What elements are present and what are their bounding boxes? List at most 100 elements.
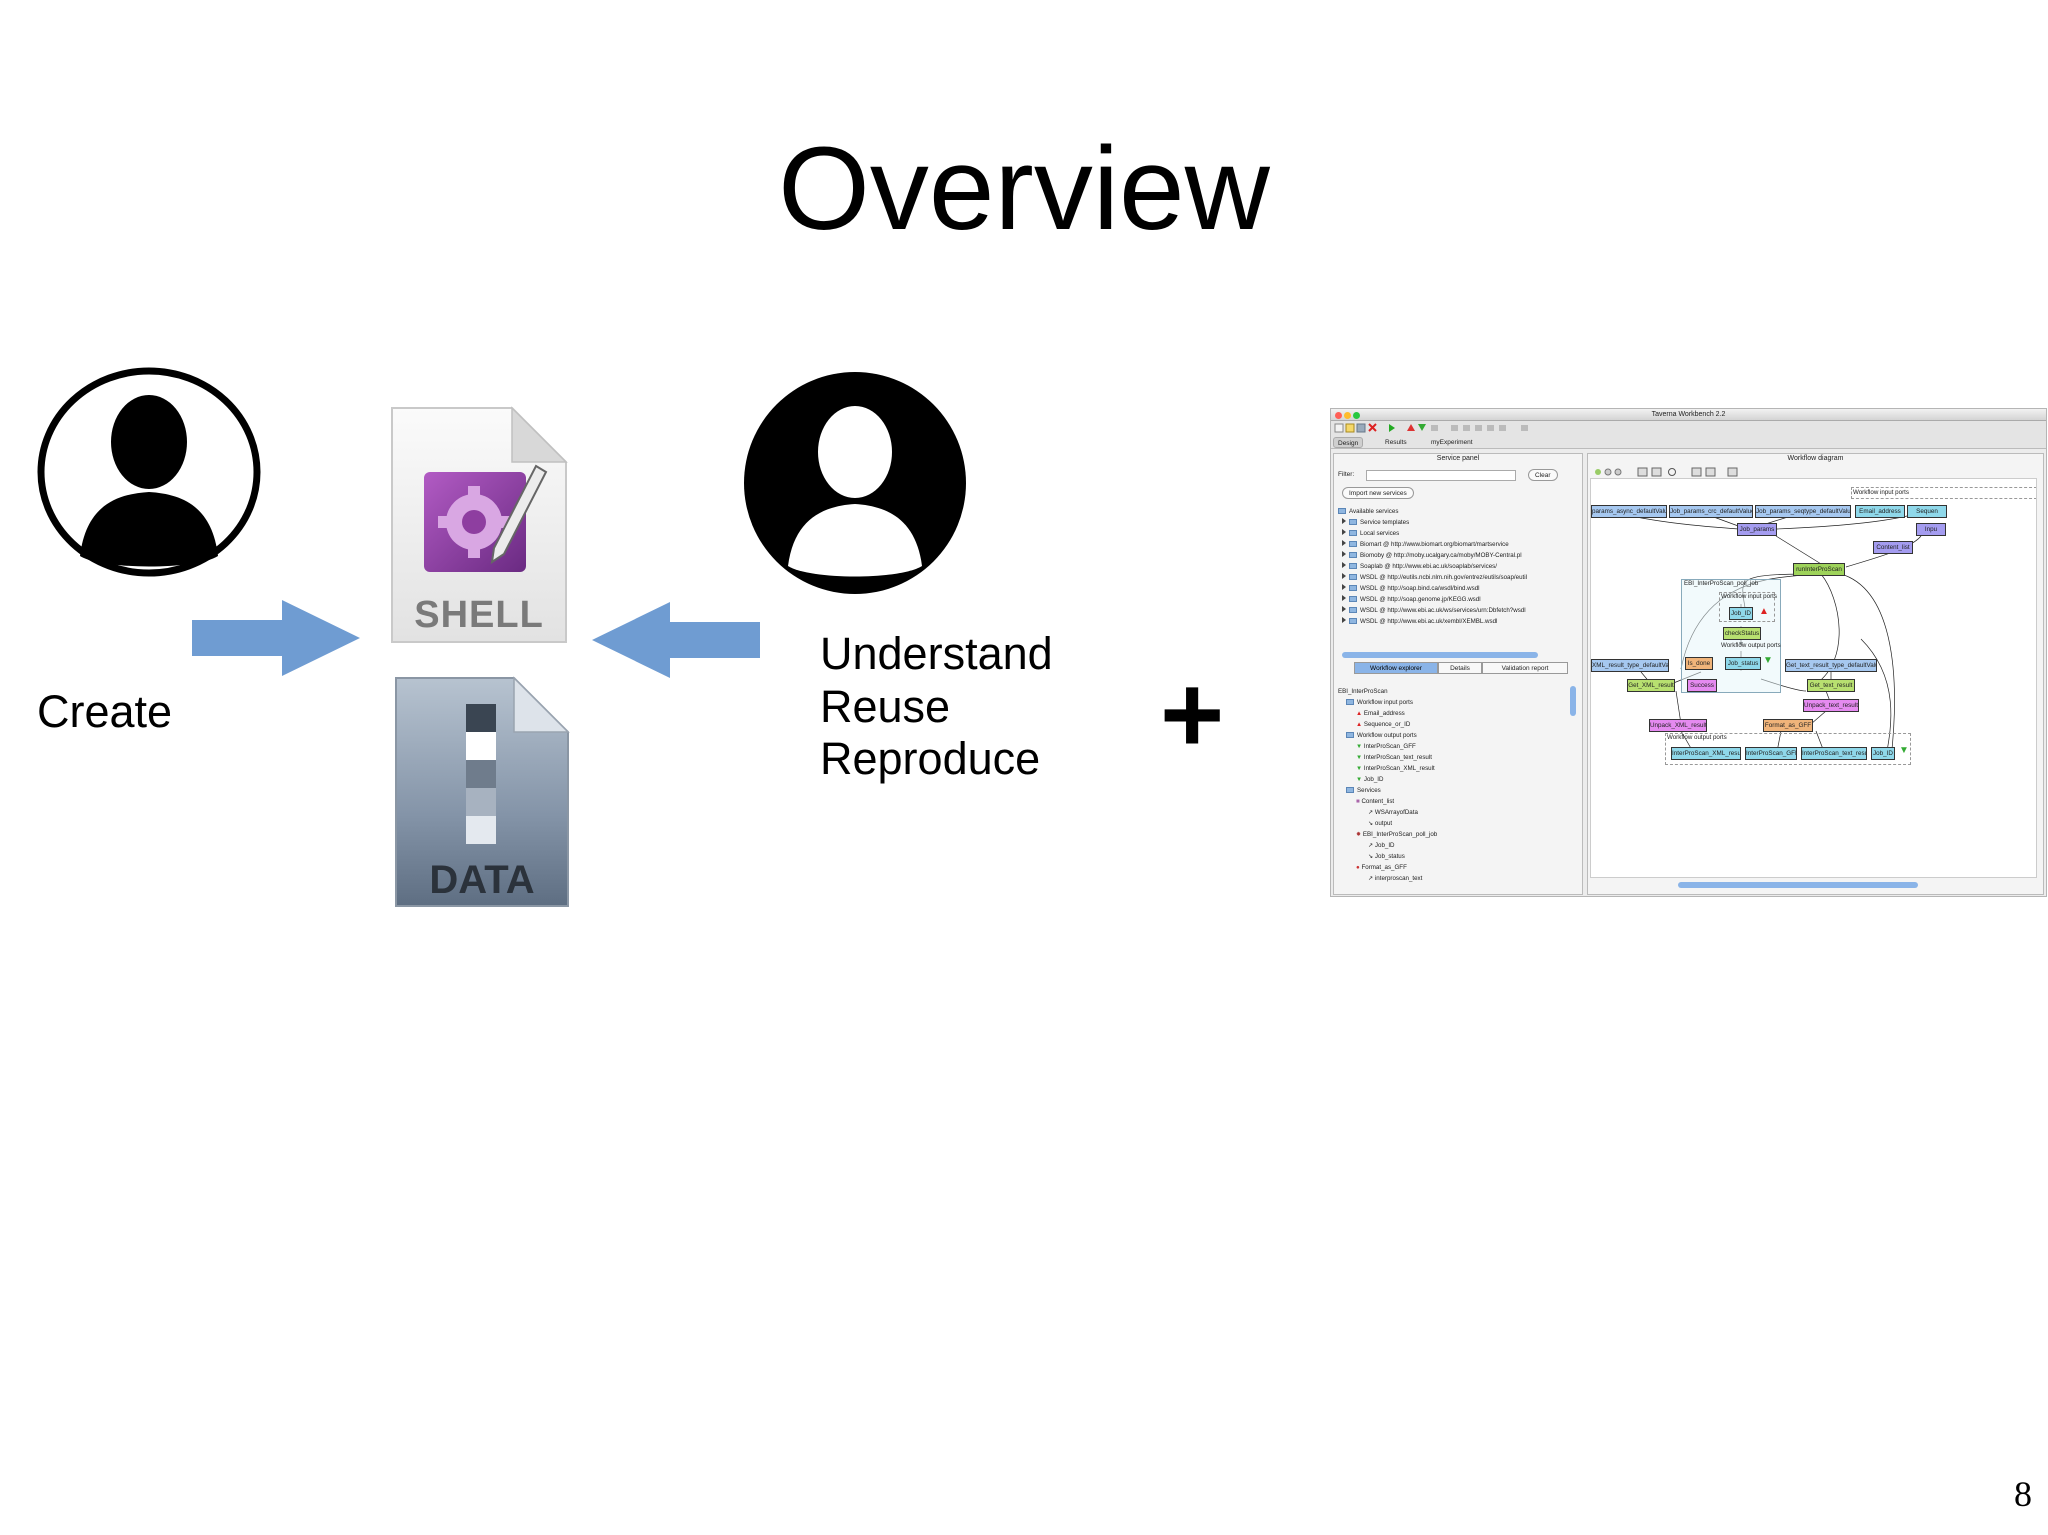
clear-button[interactable]: Clear xyxy=(1528,469,1558,481)
workflow-explorer-tree: EBI_InterProScan Workflow input ports ▲ … xyxy=(1338,686,1568,884)
node-sequence[interactable]: Sequen xyxy=(1907,505,1947,518)
service-item[interactable]: Biomoby @ http://moby.ucalgary.ca/moby/M… xyxy=(1338,550,1580,561)
service-item[interactable]: WSDL @ http://soap.bind.ca/wsdl/bind.wsd… xyxy=(1338,583,1580,594)
node-email-address[interactable]: Email_address xyxy=(1855,505,1905,518)
toolbar-icons[interactable] xyxy=(1331,421,1551,435)
import-new-services-button[interactable]: Import new services xyxy=(1342,487,1414,499)
explorer-item[interactable]: Services xyxy=(1338,785,1568,796)
node-out-gff[interactable]: InterProScan_GFF xyxy=(1745,747,1797,760)
close-window-icon[interactable] xyxy=(1335,412,1342,419)
node-unpack-xml-result[interactable]: Unpack_XML_result xyxy=(1649,719,1707,732)
service-item[interactable]: Service templates xyxy=(1338,517,1580,528)
service-item[interactable]: WSDL @ http://eutils.ncbi.nlm.nih.gov/en… xyxy=(1338,572,1580,583)
arrow-right-icon xyxy=(192,600,360,676)
tab-design[interactable]: Design xyxy=(1333,437,1364,448)
service-item[interactable]: Local services xyxy=(1338,528,1580,539)
folder-icon xyxy=(1349,519,1357,526)
service-item[interactable]: Available services xyxy=(1338,506,1580,517)
tab-results[interactable]: Results xyxy=(1385,439,1407,446)
explorer-item[interactable]: ↘ Job_status xyxy=(1368,853,1405,860)
explorer-item[interactable]: ▲ Email_address xyxy=(1356,710,1405,717)
input-ports-box xyxy=(1851,487,2036,499)
diagram-scrollbar[interactable] xyxy=(1678,882,1918,888)
node-job-params[interactable]: Job_params xyxy=(1737,523,1777,536)
explorer-item[interactable]: ✸ EBI_InterProScan_poll_job xyxy=(1356,831,1438,838)
node-content-list[interactable]: Content_list xyxy=(1873,541,1913,554)
filter-input[interactable] xyxy=(1366,470,1516,481)
node-job-status[interactable]: Job_status xyxy=(1725,657,1761,670)
explorer-item[interactable]: ▼ InterProScan_XML_result xyxy=(1356,765,1435,772)
workflow-diagram-panel: Workflow diagram xyxy=(1587,453,2044,895)
node-params-async[interactable]: params_async_defaultValue xyxy=(1591,505,1667,518)
node-out-job-id[interactable]: Job_ID xyxy=(1871,747,1895,760)
diagram-toolbar-icons[interactable] xyxy=(1592,466,1792,478)
node-get-text-result[interactable]: Get_text_result xyxy=(1807,679,1855,692)
node-params-crc[interactable]: Job_params_crc_defaultValue xyxy=(1669,505,1753,518)
explorer-item[interactable]: ▼ InterProScan_text_result xyxy=(1356,754,1432,761)
expand-icon xyxy=(1342,606,1346,612)
service-item[interactable]: WSDL @ http://soap.genome.jp/KEGG.wsdl xyxy=(1338,594,1580,605)
expand-icon xyxy=(1342,540,1346,546)
explorer-item[interactable]: ● Format_as_GFF xyxy=(1356,864,1407,871)
workflow-output-ports-label: Workflow output ports xyxy=(1667,734,1727,741)
node-out-text-result[interactable]: InterProScan_text_result xyxy=(1801,747,1867,760)
node-params-seqtype[interactable]: Job_params_seqtype_defaultValue xyxy=(1755,505,1851,518)
tab-myexperiment[interactable]: myExperiment xyxy=(1431,439,1473,446)
port-icon: ↘ xyxy=(1368,820,1375,827)
node-job-id-in[interactable]: Job_ID xyxy=(1729,607,1753,620)
node-is-done[interactable]: Is_done xyxy=(1685,657,1713,670)
node-success[interactable]: Success xyxy=(1687,679,1717,692)
perspective-tabs: Design Results myExperiment xyxy=(1331,435,2046,449)
input-port-icon: ▲ xyxy=(1759,606,1769,617)
service-item[interactable]: WSDL @ http://www.ebi.ac.uk/xembl/XEMBL.… xyxy=(1338,616,1580,627)
maximize-window-icon[interactable] xyxy=(1353,412,1360,419)
explorer-item[interactable]: ■ Content_list xyxy=(1356,798,1395,805)
explorer-item[interactable]: EBI_InterProScan xyxy=(1338,688,1388,695)
tab-validation-report[interactable]: Validation report xyxy=(1482,662,1568,674)
node-out-xml-result[interactable]: InterProScan_XML_result xyxy=(1671,747,1741,760)
nested-workflow-icon: ✸ xyxy=(1356,831,1363,838)
input-port-icon: ▲ xyxy=(1356,710,1364,717)
service-item[interactable]: WSDL @ http://www.ebi.ac.uk/ws/services/… xyxy=(1338,605,1580,616)
node-text-result-type[interactable]: Get_text_result_type_defaultValue xyxy=(1785,659,1877,672)
explorer-item[interactable]: ↗ Job_ID xyxy=(1368,842,1395,849)
expand-icon xyxy=(1342,518,1346,524)
node-xml-result-type[interactable]: XML_result_type_defaultValue xyxy=(1591,659,1669,672)
explorer-item[interactable]: ▼ Job_ID xyxy=(1356,776,1384,783)
workflow-canvas[interactable]: Workflow input ports params_async_defaul… xyxy=(1590,478,2037,878)
folder-icon xyxy=(1346,699,1354,706)
expand-icon xyxy=(1342,617,1346,623)
tab-workflow-explorer[interactable]: Workflow explorer xyxy=(1354,662,1438,674)
service-panel: Service panel Filter: Clear Import new s… xyxy=(1333,453,1583,895)
service-item[interactable]: Soaplab @ http://www.ebi.ac.uk/soaplab/s… xyxy=(1338,561,1580,572)
nested-output-ports-label: Workflow output ports xyxy=(1721,642,1781,649)
service-panel-scrollbar[interactable] xyxy=(1342,652,1538,658)
node-run-interproscan[interactable]: runInterProScan xyxy=(1793,563,1845,576)
node-get-xml-result[interactable]: Get_XML_result xyxy=(1627,679,1675,692)
node-unpack-text-result[interactable]: Unpack_text_result xyxy=(1803,699,1859,712)
explorer-item[interactable]: ↘ output xyxy=(1368,820,1393,827)
minimize-window-icon[interactable] xyxy=(1344,412,1351,419)
explorer-item[interactable]: ▼ InterProScan_GFF xyxy=(1356,743,1416,750)
tab-details[interactable]: Details xyxy=(1438,662,1482,674)
explorer-scrollbar[interactable] xyxy=(1570,686,1576,716)
explorer-tabs: Workflow explorer Details Validation rep… xyxy=(1354,662,1568,674)
input-port-icon: ▲ xyxy=(1356,721,1364,728)
page-number: 8 xyxy=(2014,1474,2032,1514)
explorer-item[interactable]: ▲ Sequence_or_ID xyxy=(1356,721,1411,728)
node-check-status[interactable]: checkStatus xyxy=(1723,627,1761,640)
person-left-icon xyxy=(37,367,261,577)
node-inpu[interactable]: Inpu xyxy=(1916,523,1946,536)
create-label: Create xyxy=(37,686,173,737)
node-format-as-gff[interactable]: Format_as_GFF xyxy=(1763,719,1813,732)
explorer-item[interactable]: Workflow input ports xyxy=(1338,697,1568,708)
explorer-item[interactable]: ↗ WSArrayofData xyxy=(1368,809,1418,816)
service-item[interactable]: Biomart @ http://www.biomart.org/biomart… xyxy=(1338,539,1580,550)
reuse-line: Reuse xyxy=(820,680,951,732)
explorer-item[interactable]: Workflow output ports xyxy=(1338,730,1568,741)
reproduce-line: Reproduce xyxy=(820,733,1041,785)
explorer-item[interactable]: ↗ interproscan_text xyxy=(1368,875,1423,882)
port-icon: ↗ xyxy=(1368,809,1375,816)
workflow-diagram-title: Workflow diagram xyxy=(1787,455,1844,462)
expand-icon xyxy=(1342,595,1346,601)
